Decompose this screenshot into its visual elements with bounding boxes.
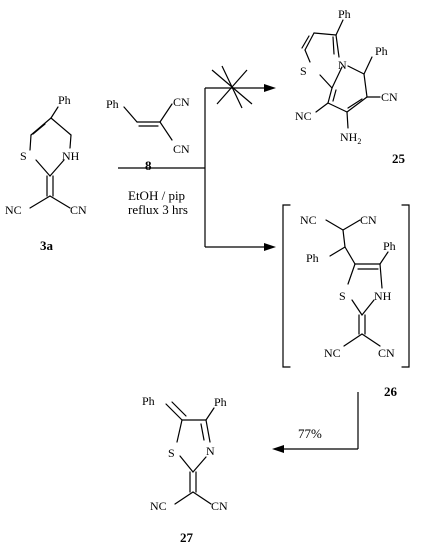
blocked-mark-line-3 [216,69,248,105]
26-cn-bottom-label: CN [378,346,395,360]
arrow-head-to-25 [264,84,276,92]
26-cn-top-label: CN [360,213,377,227]
8-cn-top-label: CN [173,95,190,109]
25-nc-label: NC [295,109,312,123]
3a-sulfur-label: S [20,149,27,163]
yield-label: 77% [298,426,322,441]
25-nh2-label: NH2 [340,130,361,146]
arrow-head-to-26 [264,243,276,251]
26-phenyl-left-label: Ph [306,251,319,265]
25-number: 25 [392,151,406,166]
3a-nh-label: NH [62,149,80,163]
25-phenyl-top-label: Ph [338,7,351,21]
3a-nc-label: NC [5,203,22,217]
27-sulfur-label: S [168,446,175,460]
compound-8: Ph CN CN 8 [106,95,190,173]
25-cn-label: CN [381,90,398,104]
26-sulfur-label: S [339,289,346,303]
27-number: 27 [180,530,194,545]
compound-25: Ph Ph S N CN NC NH2 25 [295,7,406,166]
3a-cn-label: CN [70,203,87,217]
bracket-left [282,204,291,368]
8-phenyl-label: Ph [106,97,119,111]
compound-27: Ph Ph S N NC CN 27 [142,394,228,545]
27-nitrogen-label: N [206,444,215,458]
25-nitrogen-label: N [338,58,347,72]
conditions-line-1: EtOH / pip [128,188,185,203]
26-phenyl-right-label: Ph [383,239,396,253]
26-nh-label: NH [374,289,392,303]
27-phenyl-left-label: Ph [142,394,155,408]
3a-phenyl-label: Ph [58,93,71,107]
25-phenyl-right-label: Ph [375,44,388,58]
27-cn-label: CN [211,499,228,513]
8-cn-bottom-label: CN [173,142,190,156]
26-number: 26 [384,384,398,399]
27-nc-label: NC [150,499,167,513]
arrow-to-27 [272,392,359,453]
26-nc-top-label: NC [300,213,317,227]
bracket-right [401,204,410,368]
compound-3a: Ph S NH NC CN 3a [5,93,87,253]
26-nc-bottom-label: NC [324,346,341,360]
25-sulfur-label: S [300,64,307,78]
27-phenyl-right-label: Ph [214,395,227,409]
compound-26: NC CN Ph Ph S NH NC CN 26 [282,204,410,399]
8-number: 8 [145,158,152,173]
conditions-line-2: reflux 3 hrs [128,202,188,217]
reaction-arrows [118,65,276,251]
3a-number: 3a [40,238,54,253]
